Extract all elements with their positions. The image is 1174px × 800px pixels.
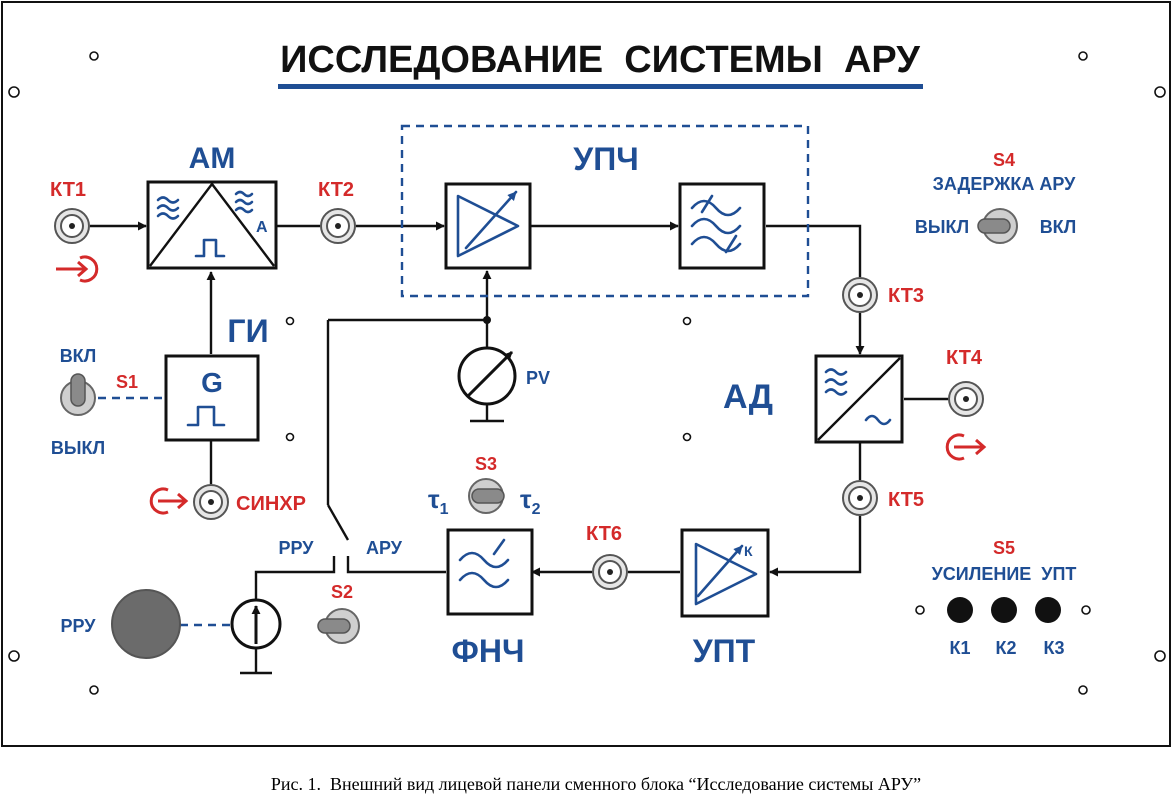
s5-k3-label: К3 bbox=[1044, 638, 1065, 658]
s2-left-label: РРУ bbox=[279, 538, 315, 558]
am-label: АМ bbox=[189, 142, 236, 175]
kt5-label: КТ5 bbox=[888, 489, 924, 511]
kt2-label: КТ2 bbox=[318, 179, 354, 201]
s4-name: S4 bbox=[993, 150, 1015, 170]
kt3-connector[interactable] bbox=[842, 277, 878, 313]
ad-block: АД bbox=[723, 354, 904, 444]
s3-tau1-label: τ1 bbox=[428, 484, 449, 518]
s3-name: S3 bbox=[475, 454, 497, 474]
s5-button-k2[interactable] bbox=[991, 597, 1017, 623]
s5-name: S5 bbox=[993, 538, 1015, 558]
kt5-connector[interactable] bbox=[842, 480, 878, 516]
kt4-label: КТ4 bbox=[946, 347, 983, 369]
kt1-label: КТ1 bbox=[50, 179, 86, 201]
s3-toggle-switch[interactable] bbox=[468, 478, 505, 514]
kt6-connector[interactable] bbox=[592, 554, 628, 590]
gi-block: G ГИ bbox=[164, 313, 269, 442]
rru-knob-label: РРУ bbox=[61, 616, 97, 636]
upt-label: УПТ bbox=[693, 633, 756, 669]
s2-name: S2 bbox=[331, 582, 353, 602]
kt6-label: КТ6 bbox=[586, 523, 622, 545]
am-corner-label: А bbox=[256, 219, 268, 236]
pv-meter: PV bbox=[457, 346, 550, 406]
upt-block: К УПТ bbox=[680, 528, 770, 669]
wiring bbox=[90, 221, 948, 675]
fnch-label: ФНЧ bbox=[452, 633, 525, 669]
s3-tau1-sub: 1 bbox=[440, 501, 449, 518]
figure-caption: Рис. 1. Внешний вид лицевой панели сменн… bbox=[271, 774, 921, 794]
s4-off-label: ВЫКЛ bbox=[915, 217, 969, 237]
s5-hole-right bbox=[1081, 605, 1091, 615]
ad-label: АД bbox=[723, 378, 773, 416]
input-arrow-icon bbox=[56, 255, 99, 283]
s1-toggle-switch[interactable] bbox=[60, 373, 96, 416]
s2-right-label: АРУ bbox=[366, 538, 403, 558]
upch-label: УПЧ bbox=[573, 141, 638, 177]
s3-tau2-label: τ2 bbox=[520, 484, 541, 518]
gi-label: ГИ bbox=[227, 313, 268, 349]
am-block: А АМ bbox=[146, 142, 278, 270]
kt2-connector[interactable] bbox=[320, 208, 356, 244]
s5-hole-left bbox=[915, 605, 925, 615]
pv-label: PV bbox=[526, 368, 550, 388]
fnch-block: ФНЧ bbox=[446, 528, 534, 669]
upch-amplifier-block: УПЧ bbox=[444, 141, 639, 270]
s1-name: S1 bbox=[116, 372, 138, 392]
s5-button-k3[interactable] bbox=[1035, 597, 1061, 623]
kt4-connector[interactable] bbox=[948, 381, 984, 417]
kt4-output-icon bbox=[945, 433, 987, 461]
rru-knob[interactable] bbox=[111, 589, 181, 659]
upch-filter-block bbox=[678, 182, 766, 270]
kt3-label: КТ3 bbox=[888, 285, 924, 307]
upch-dashed-frame bbox=[400, 124, 810, 298]
s4-on-label: ВКЛ bbox=[1040, 217, 1077, 237]
mounting-holes bbox=[8, 51, 1166, 695]
s1-on-label: ВКЛ bbox=[60, 346, 97, 366]
upt-corner-label: К bbox=[744, 543, 753, 559]
s1-off-label: ВЫКЛ bbox=[51, 438, 105, 458]
panel-title: ИССЛЕДОВАНИЕ СИСТЕМЫ АРУ bbox=[280, 39, 920, 81]
g-symbol: G bbox=[201, 367, 223, 398]
s4-label: ЗАДЕРЖКА АРУ bbox=[933, 174, 1077, 194]
title-underline bbox=[278, 84, 923, 89]
s5-button-k1[interactable] bbox=[947, 597, 973, 623]
rru-current-source bbox=[230, 598, 282, 650]
s5-k1-label: К1 bbox=[950, 638, 971, 658]
s4-toggle-switch[interactable] bbox=[977, 208, 1018, 244]
kt1-connector[interactable] bbox=[54, 208, 90, 244]
sync-connector[interactable] bbox=[193, 484, 229, 520]
s5-k2-label: К2 bbox=[996, 638, 1017, 658]
s2-toggle-switch[interactable] bbox=[317, 608, 360, 644]
sync-output-icon bbox=[149, 487, 189, 515]
s5-label: УСИЛЕНИЕ УПТ bbox=[932, 564, 1077, 584]
s3-tau2-sub: 2 bbox=[532, 501, 541, 518]
sync-label: СИНХР bbox=[236, 493, 306, 515]
